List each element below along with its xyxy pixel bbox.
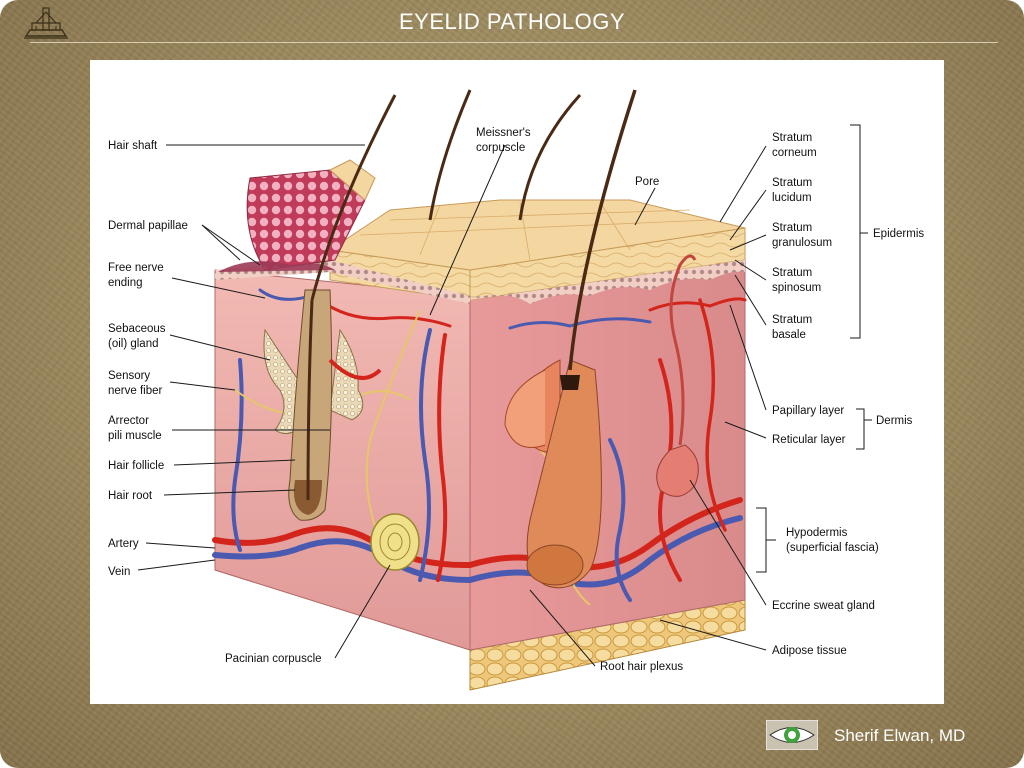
- skin-diagram-panel: Hair shaft Dermal papillae Free nerve en…: [90, 60, 944, 704]
- left-hair-follicle: [263, 94, 397, 521]
- skin-cross-section-diagram: Hair shaft Dermal papillae Free nerve en…: [108, 89, 924, 691]
- label-artery: Artery: [108, 538, 139, 550]
- label-free-nerve-ending-line1: Free nerve: [108, 262, 164, 274]
- eye-icon: [766, 720, 818, 750]
- label-hair-shaft: Hair shaft: [108, 140, 158, 152]
- label-stratum-corneum-line1: Stratum: [772, 132, 812, 144]
- label-stratum-lucidum-line2: lucidum: [772, 192, 812, 204]
- label-root-hair-plexus: Root hair plexus: [600, 661, 683, 673]
- right-labels: Stratum corneum Stratum lucidum Stratum …: [772, 132, 924, 657]
- hair-shaft-3: [518, 93, 582, 221]
- top-labels: Meissner's corpuscle Pore: [476, 127, 659, 188]
- building-logo-icon: [24, 7, 68, 39]
- label-hypodermis-line2: (superficial fascia): [786, 542, 879, 554]
- title-divider: [30, 42, 998, 43]
- label-pacinian-corpuscle: Pacinian corpuscle: [225, 653, 322, 665]
- label-eccrine-sweat-gland: Eccrine sweat gland: [772, 600, 875, 612]
- label-arrector-pili-line2: pili muscle: [108, 430, 162, 442]
- label-stratum-lucidum-line1: Stratum: [772, 177, 812, 189]
- hair-shaft-2: [428, 89, 472, 221]
- blood-vessels: [212, 288, 747, 602]
- bottom-labels: Pacinian corpuscle Root hair plexus: [225, 653, 683, 673]
- label-papillary-layer: Papillary layer: [772, 405, 844, 417]
- label-stratum-granulosum-line2: granulosum: [772, 237, 832, 249]
- label-adipose-tissue: Adipose tissue: [772, 645, 847, 657]
- label-arrector-pili-line1: Arrector: [108, 415, 149, 427]
- label-sensory-nerve-line2: nerve fiber: [108, 385, 163, 397]
- author-name: Sherif Elwan, MD: [834, 726, 966, 745]
- label-stratum-spinosum-line2: spinosum: [772, 282, 821, 294]
- slide-title: EYELID PATHOLOGY: [398, 9, 626, 34]
- label-hair-follicle: Hair follicle: [108, 460, 164, 472]
- label-dermis: Dermis: [876, 415, 913, 427]
- label-stratum-spinosum-line1: Stratum: [772, 267, 812, 279]
- label-dermal-papillae: Dermal papillae: [108, 220, 188, 232]
- label-stratum-basale-line2: basale: [772, 329, 806, 341]
- label-stratum-basale-line1: Stratum: [772, 314, 812, 326]
- label-sebaceous-gland-line1: Sebaceous: [108, 323, 166, 335]
- pacinian-corpuscle: [370, 513, 420, 571]
- label-meissner-line1: Meissner's: [476, 127, 531, 139]
- label-sebaceous-gland-line2: (oil) gland: [108, 338, 159, 350]
- left-labels: Hair shaft Dermal papillae Free nerve en…: [108, 140, 188, 578]
- label-reticular-layer: Reticular layer: [772, 434, 846, 446]
- label-hair-root: Hair root: [108, 490, 153, 502]
- label-sensory-nerve-line1: Sensory: [108, 370, 150, 382]
- label-meissner-line2: corpuscle: [476, 142, 525, 154]
- label-vein: Vein: [108, 566, 130, 578]
- label-pore: Pore: [635, 176, 659, 188]
- leader-lines: [137, 124, 872, 667]
- label-free-nerve-ending-line2: ending: [108, 277, 143, 289]
- right-hair-follicle: [504, 89, 699, 589]
- label-stratum-granulosum-line1: Stratum: [772, 222, 812, 234]
- label-hypodermis-line1: Hypodermis: [786, 527, 848, 539]
- label-stratum-corneum-line2: corneum: [772, 147, 817, 159]
- label-epidermis: Epidermis: [873, 228, 924, 240]
